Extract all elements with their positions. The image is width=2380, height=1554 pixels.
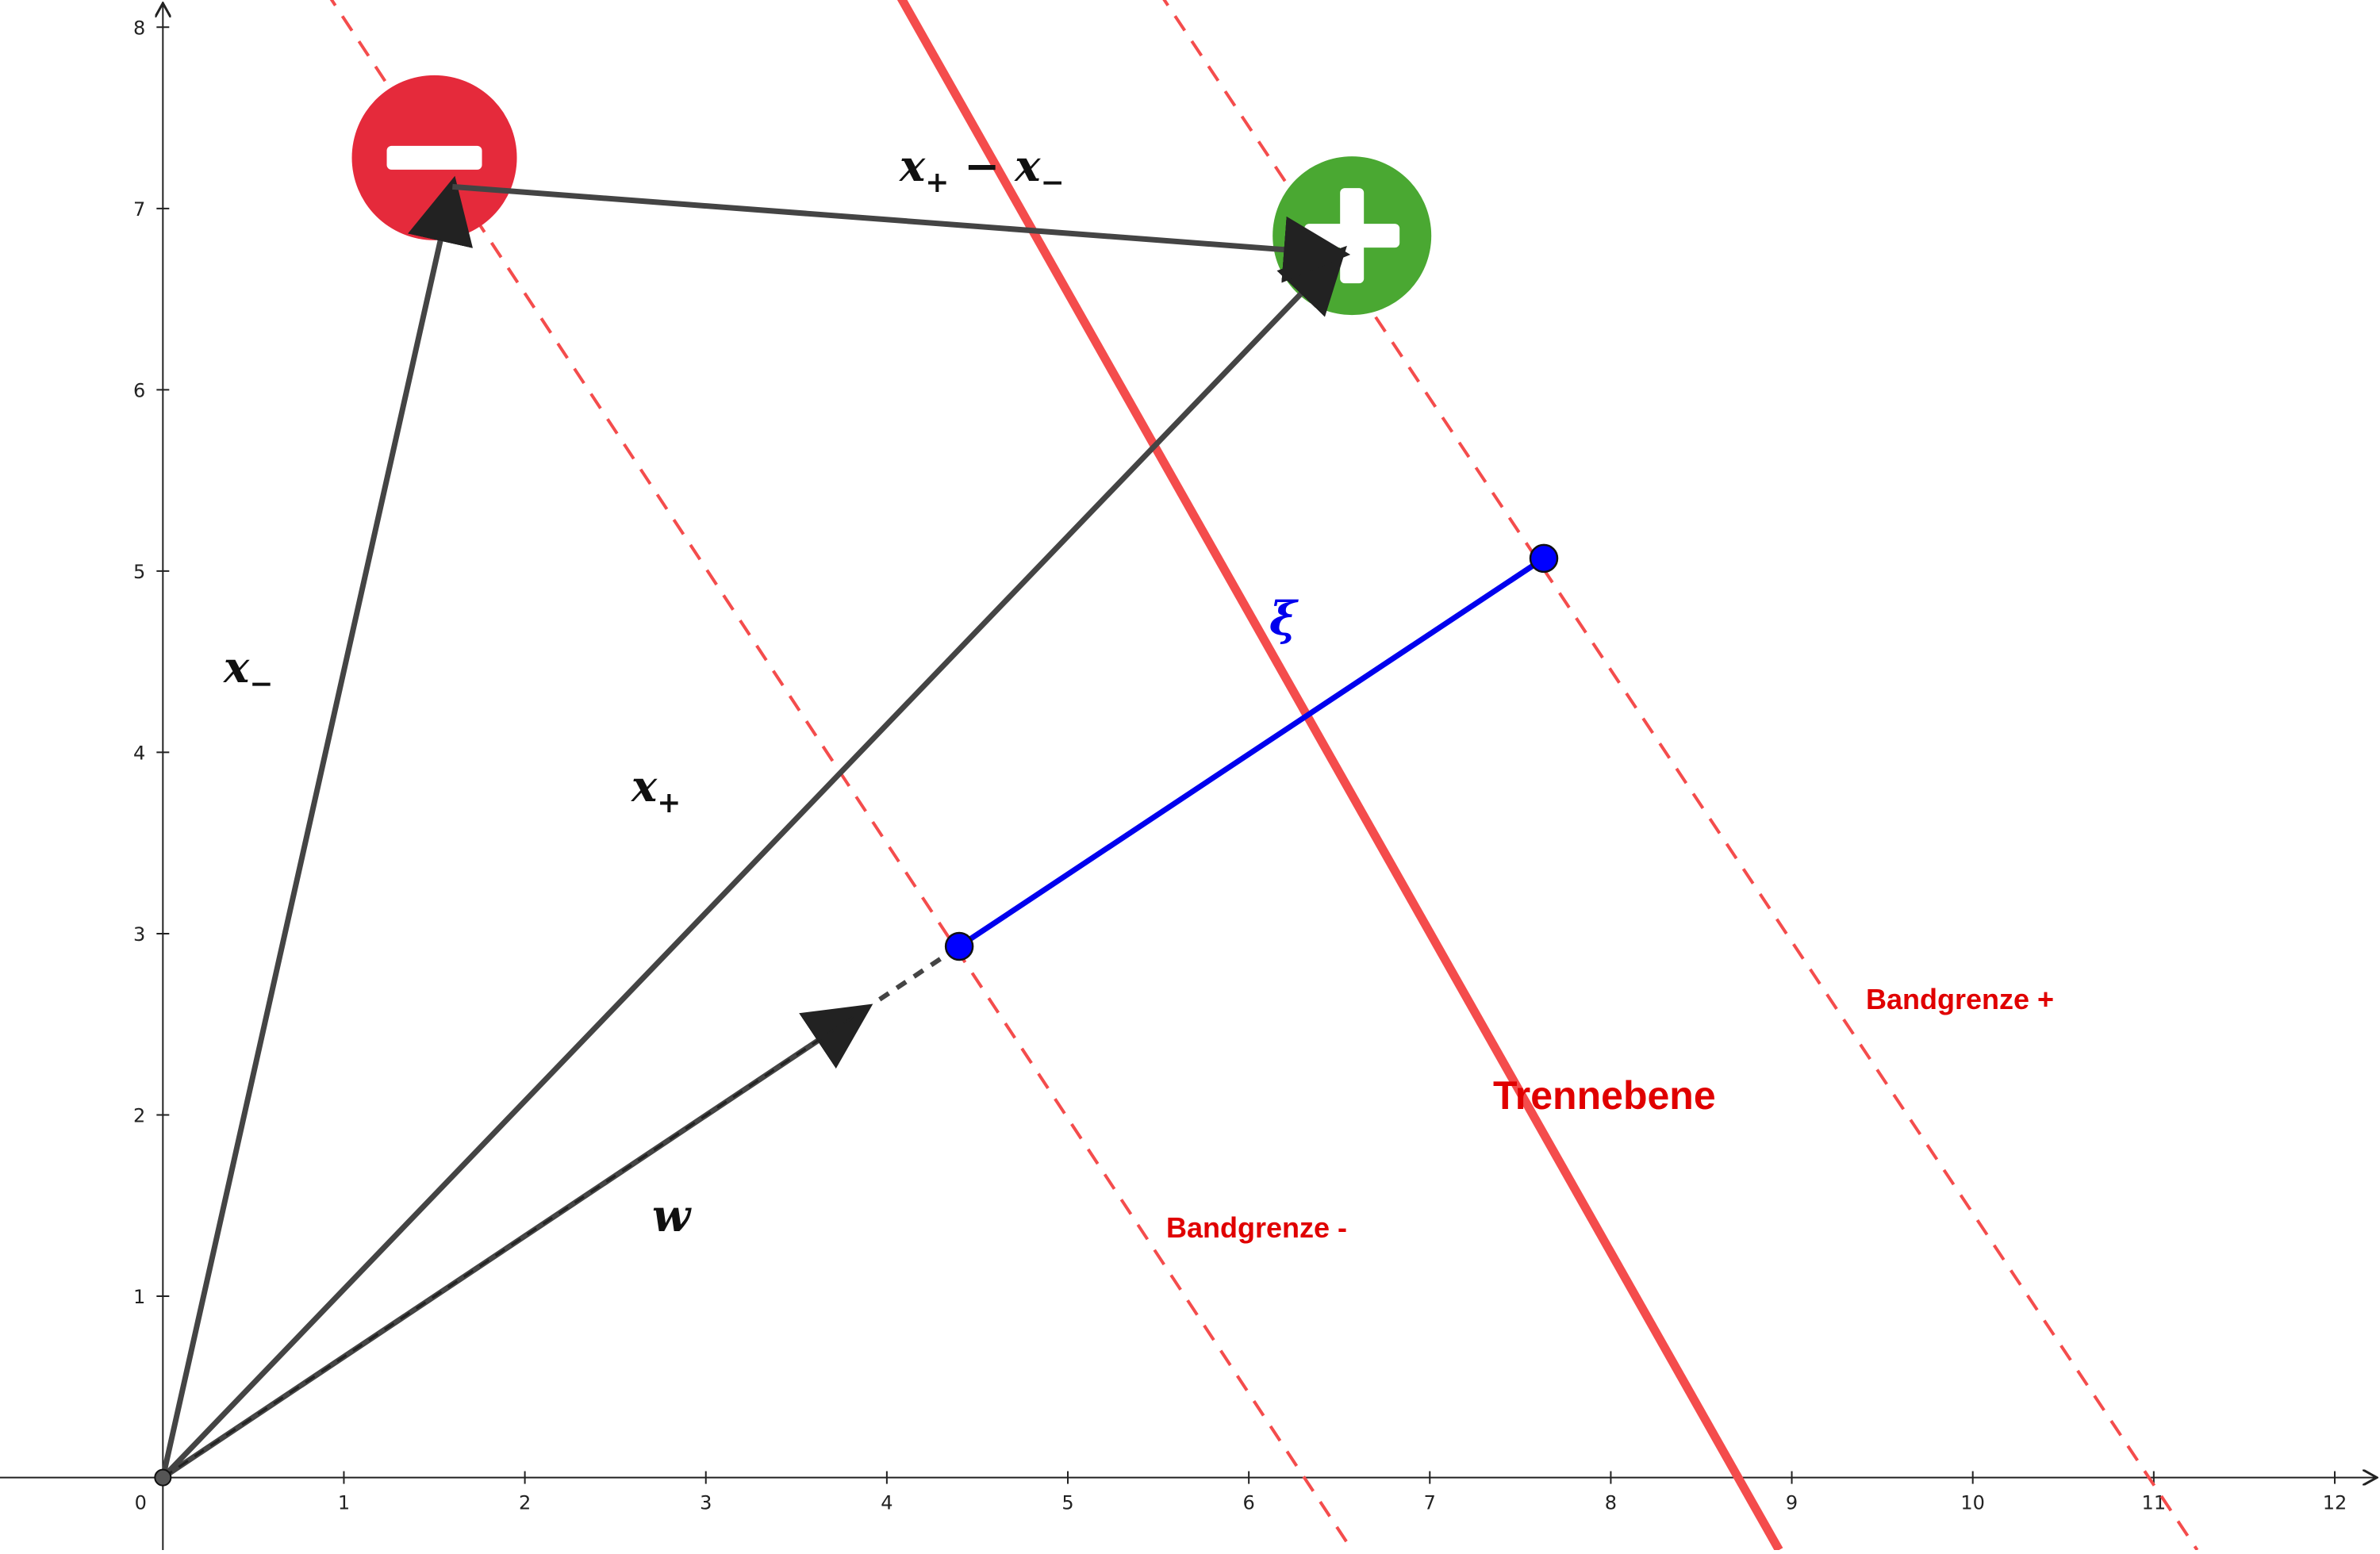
label-xi: ξ [1269, 592, 1299, 646]
trennebene-line [896, 0, 1783, 1552]
x-tick-label: 8 [1605, 1492, 1617, 1514]
minus-class-marker [351, 75, 517, 240]
xi-segment [958, 555, 1545, 949]
x-tick-label: 1 [338, 1492, 350, 1514]
y-tick-label: 7 [133, 198, 145, 221]
label-trennebene: Trennebene [1493, 1073, 1716, 1118]
x-tick-label: 7 [1424, 1492, 1436, 1514]
x-tick-label: 12 [2323, 1492, 2347, 1514]
y-tick-label: 2 [133, 1105, 145, 1127]
x-tick-label: 0 [135, 1492, 147, 1514]
vector-x-plus [160, 245, 1347, 1480]
y-tick-label: 5 [133, 561, 145, 583]
x-tick-label: 2 [519, 1492, 531, 1514]
label-x-plus: x+ [631, 761, 681, 819]
label-bandgrenze-minus: Bandgrenze - [1166, 1211, 1347, 1244]
y-tick-label: 3 [133, 923, 145, 946]
y-tick-label: 6 [133, 379, 145, 401]
x-tick-label: 5 [1061, 1492, 1073, 1514]
x-tick-label: 4 [881, 1492, 892, 1514]
x-tick-label: 11 [2142, 1492, 2167, 1514]
label-w: w [652, 1190, 692, 1242]
xi-end-point[interactable] [1529, 543, 1559, 574]
vector-x-minus [159, 175, 474, 1479]
minus-icon [386, 145, 482, 170]
vector-x-plus-minus-x-minus [452, 183, 1351, 283]
x-tick-label: 10 [1960, 1492, 1985, 1514]
xi-start-point[interactable] [944, 931, 974, 961]
bandgrenze-minus-line [329, 0, 1353, 1552]
x-tick-label: 6 [1243, 1492, 1255, 1514]
vector-w-extension [878, 944, 961, 1002]
y-tick-label: 8 [133, 17, 145, 39]
y-tick-label: 1 [133, 1286, 145, 1308]
origin-point [154, 1468, 172, 1487]
x-tick-label: 9 [1786, 1492, 1798, 1514]
label-x-plus-minus-x-minus: x+ − x− [899, 140, 1065, 199]
vector-w-dashed-overlay [162, 1009, 865, 1479]
label-x-minus: x− [223, 642, 273, 700]
label-bandgrenze-plus: Bandgrenze + [1866, 983, 2054, 1015]
x-tick-label: 3 [700, 1492, 712, 1514]
plus-class-marker [1273, 156, 1432, 316]
y-tick-group: 1 2 3 4 5 6 7 8 [133, 17, 170, 1308]
y-tick-label: 4 [133, 742, 145, 764]
